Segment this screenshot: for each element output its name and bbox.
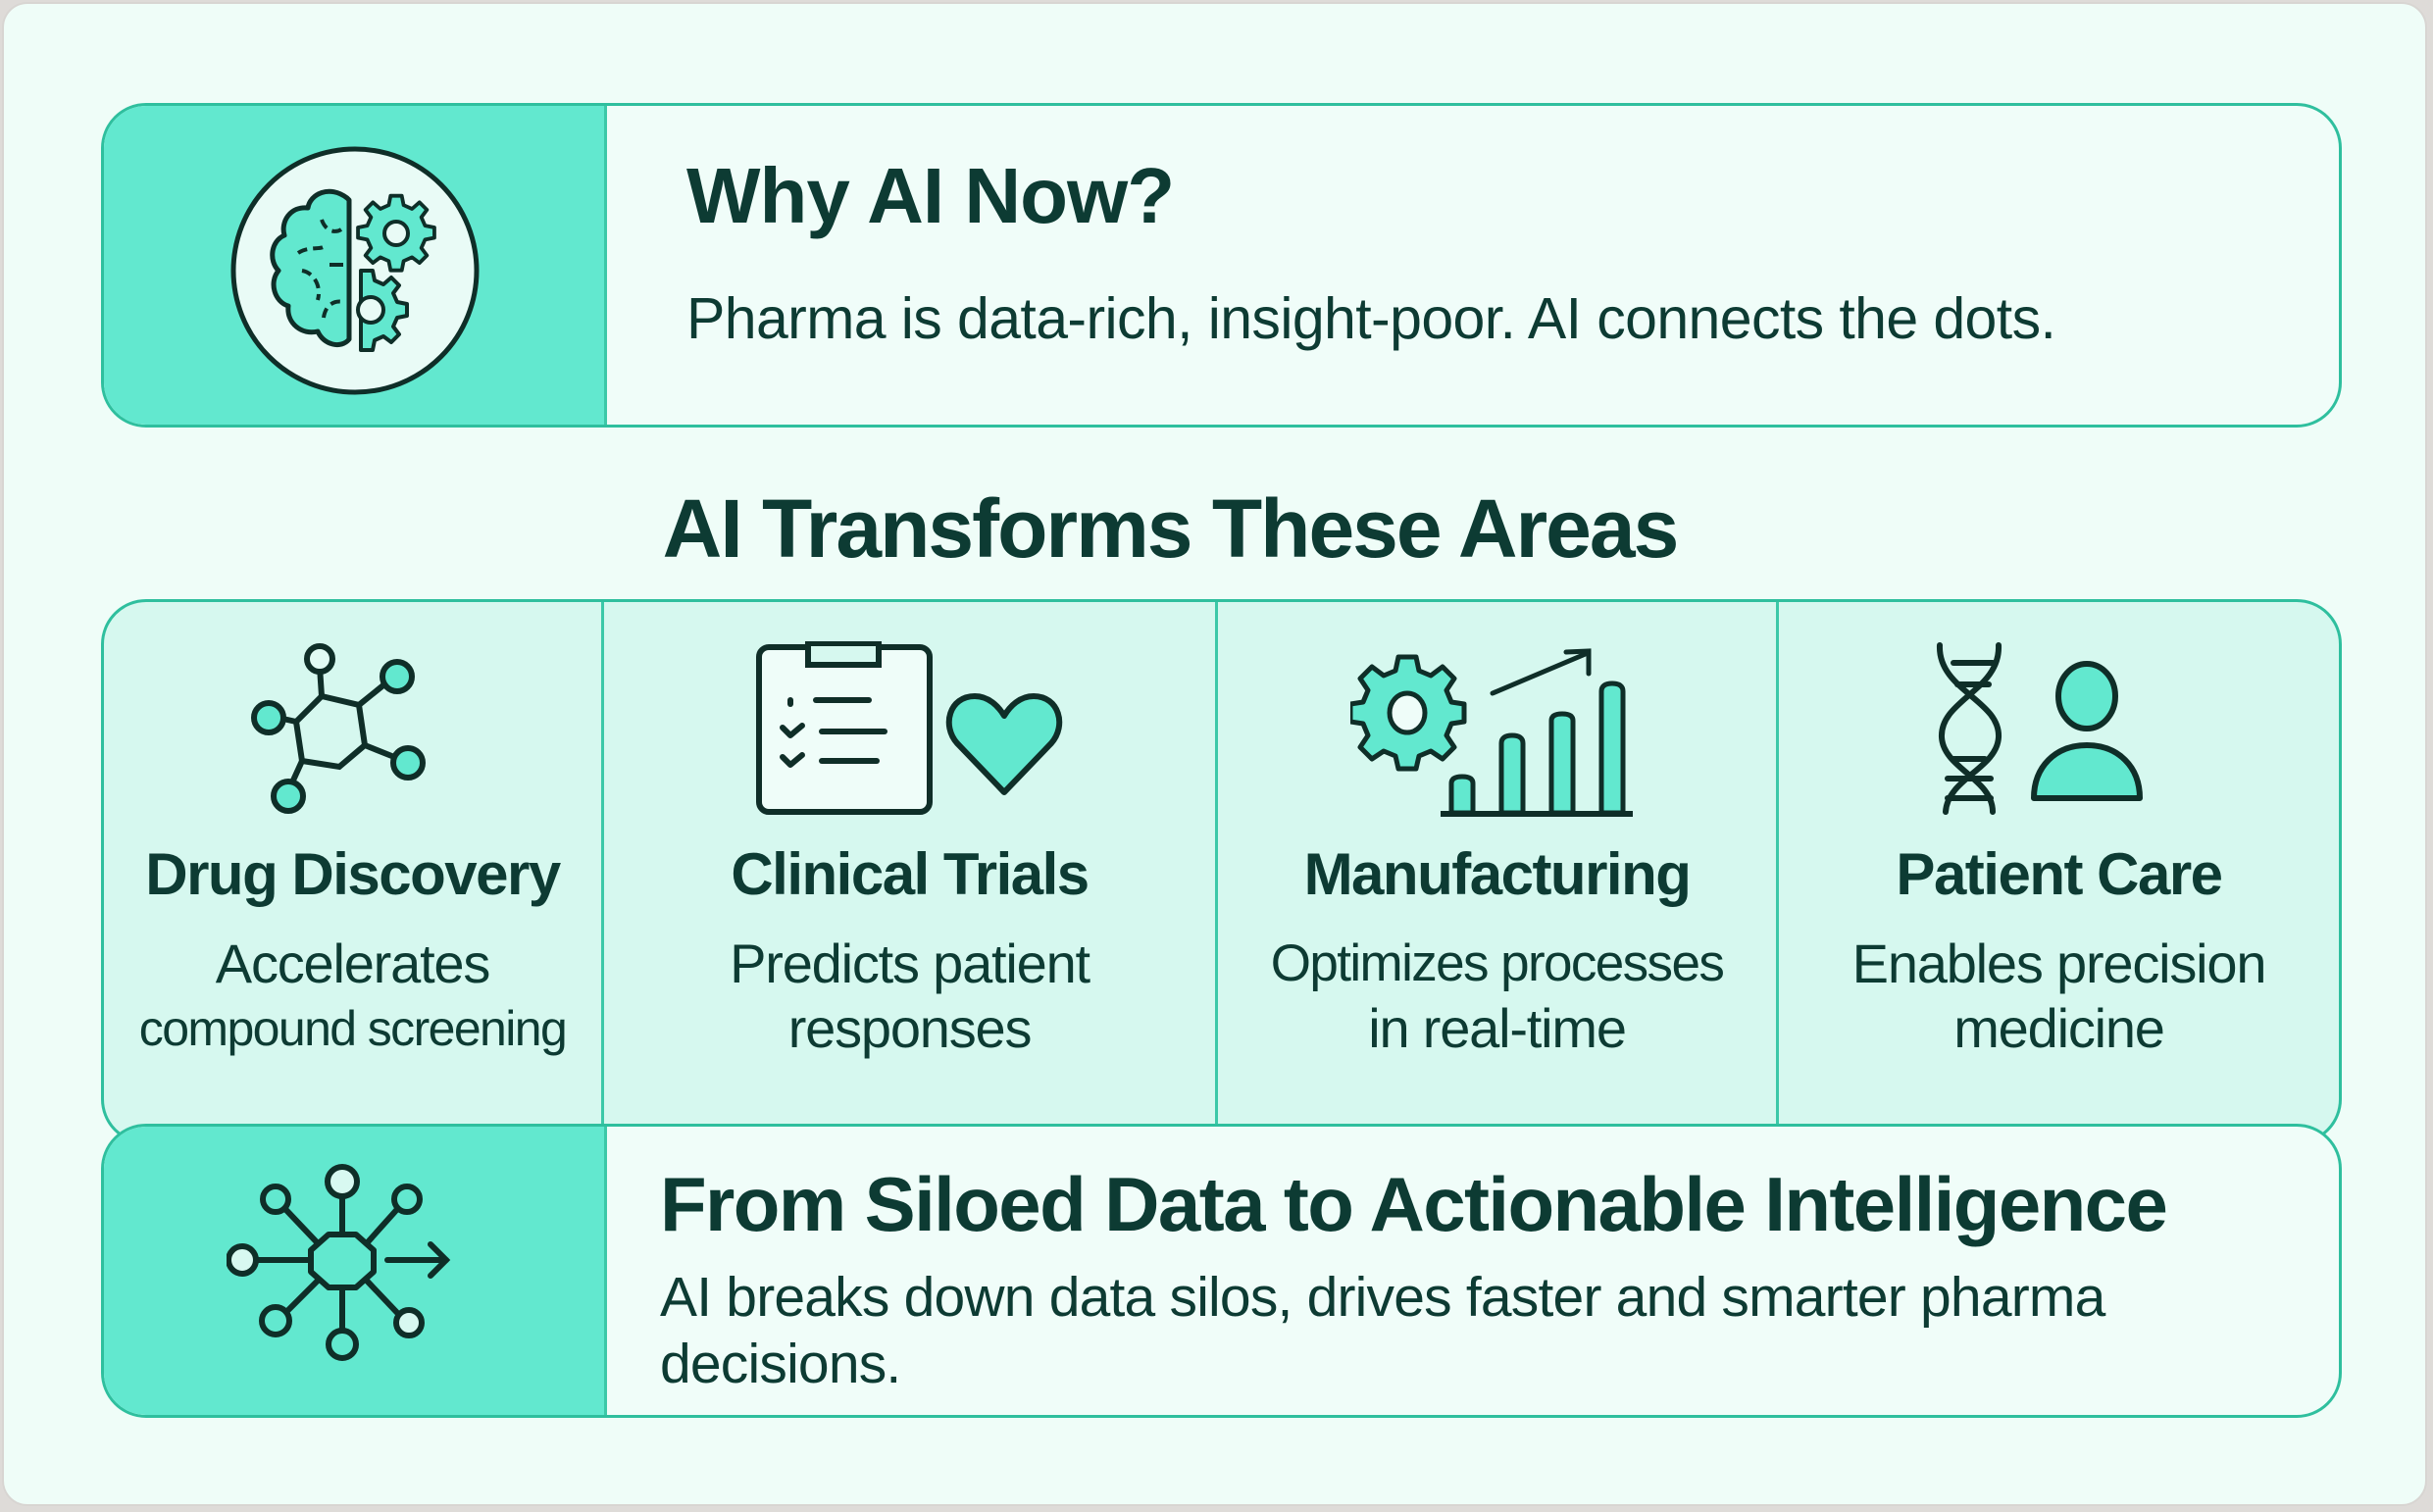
network-hub-arrow-icon bbox=[227, 1164, 451, 1361]
area-description-line: Accelerates bbox=[215, 932, 491, 994]
why-ai-now-title: Why AI Now? bbox=[686, 152, 1175, 239]
area-description-line: Optimizes processes bbox=[1270, 934, 1725, 992]
siloed-data-card: From Siloed Data to Actionable Intellige… bbox=[101, 1124, 2342, 1418]
siloed-data-description: AI breaks down data silos, drives faster… bbox=[660, 1266, 2105, 1395]
area-title: Clinical Trials bbox=[731, 841, 1090, 907]
area-title: Drug Discovery bbox=[145, 841, 561, 907]
siloed-data-title: From Siloed Data to Actionable Intellige… bbox=[660, 1161, 2168, 1247]
area-description: Enables precision medicine bbox=[1779, 932, 2339, 1061]
area-description: Predicts patient responses bbox=[604, 932, 1215, 1061]
molecule-icon bbox=[250, 643, 426, 814]
why-ai-now-card: Why AI Now? Pharma is data-rich, insight… bbox=[101, 103, 2342, 428]
area-description: Accelerates compound screening bbox=[104, 932, 601, 1061]
section-heading: AI Transforms These Areas bbox=[662, 482, 1680, 575]
siloed-data-icon-panel bbox=[104, 1127, 607, 1415]
area-description-line: in real-time bbox=[1368, 997, 1627, 1059]
areas-grid: Drug Discovery Accelerates compound scre… bbox=[101, 599, 2342, 1144]
why-ai-now-icon-panel bbox=[104, 106, 607, 425]
area-patient-care: Patient Care Enables precision medicine bbox=[1779, 602, 2339, 1141]
area-description-line: responses bbox=[787, 997, 1033, 1059]
area-description-line: compound screening bbox=[138, 1001, 568, 1056]
clipboard-heart-icon bbox=[755, 641, 1062, 815]
area-drug-discovery: Drug Discovery Accelerates compound scre… bbox=[104, 602, 604, 1141]
why-ai-now-subtitle: Pharma is data-rich, insight-poor. AI co… bbox=[686, 286, 2056, 351]
area-manufacturing: Manufacturing Optimizes processes in rea… bbox=[1218, 602, 1779, 1141]
area-title: Patient Care bbox=[1896, 841, 2223, 907]
area-description-line: Predicts patient bbox=[730, 932, 1090, 994]
area-description: Optimizes processes in real-time bbox=[1218, 932, 1776, 1061]
brain-gears-icon bbox=[230, 146, 480, 395]
area-clinical-trials: Clinical Trials Predicts patient respons… bbox=[604, 602, 1218, 1141]
area-title: Manufacturing bbox=[1303, 841, 1692, 907]
area-description-line: medicine bbox=[1953, 997, 2165, 1059]
dna-person-icon bbox=[1936, 642, 2143, 815]
gear-growth-chart-icon bbox=[1349, 648, 1633, 817]
area-description-line: Enables precision bbox=[1851, 932, 2267, 994]
